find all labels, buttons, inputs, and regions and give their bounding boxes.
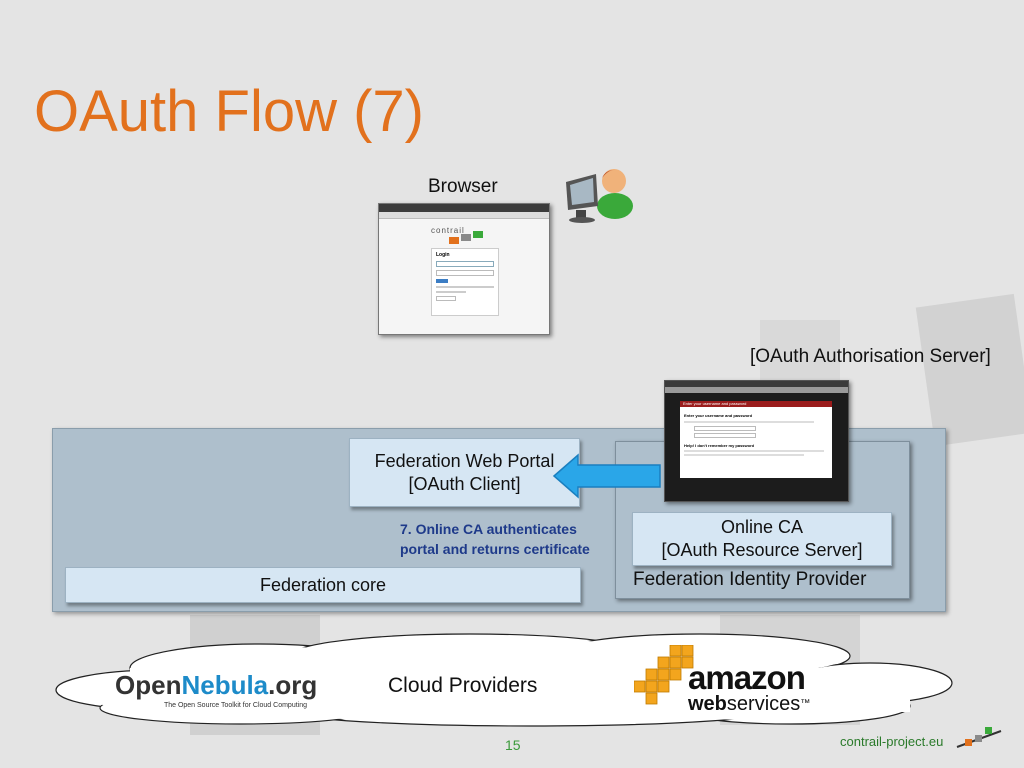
identity-provider-label: Federation Identity Provider bbox=[633, 569, 867, 590]
slide-title: OAuth Flow (7) bbox=[34, 79, 424, 144]
federation-web-portal-box: Federation Web Portal [OAuth Client] bbox=[349, 438, 580, 507]
amazon-services: services bbox=[726, 693, 801, 715]
login-heading: Login bbox=[436, 252, 450, 258]
amazon-web: web bbox=[688, 693, 727, 715]
step-annotation: 7. Online CA authenticates portal and re… bbox=[400, 519, 590, 559]
user-computer-icon bbox=[560, 158, 640, 226]
browser-login-screenshot: contrail Login bbox=[378, 203, 550, 335]
opennebula-nebula: Nebula bbox=[181, 670, 269, 700]
browser-label: Browser bbox=[428, 176, 498, 197]
online-ca-subtitle: [OAuth Resource Server] bbox=[661, 540, 863, 560]
oauth-server-label: [OAuth Authorisation Server] bbox=[750, 346, 991, 367]
opennebula-logo: OpenNebula.org The Open Source Toolkit f… bbox=[115, 670, 318, 715]
web-portal-title: Federation Web Portal bbox=[374, 450, 555, 471]
page-number: 15 bbox=[505, 737, 521, 753]
amazon-main: amazon bbox=[688, 659, 806, 696]
federation-core-box: Federation core bbox=[65, 567, 581, 603]
contrail-logo-text: contrail bbox=[431, 226, 465, 235]
cloud-providers-label: Cloud Providers bbox=[388, 674, 538, 697]
oauth-screen-section1: Enter your username and password bbox=[684, 413, 753, 418]
left-arrow-icon bbox=[552, 453, 664, 499]
amazon-cubes-icon bbox=[633, 644, 694, 711]
footer-url: contrail-project.eu bbox=[840, 734, 944, 749]
opennebula-tagline: The Open Source Toolkit for Cloud Comput… bbox=[163, 702, 307, 709]
online-ca-title: Online CA bbox=[720, 517, 804, 537]
opennebula-org: .org bbox=[268, 670, 318, 700]
amazon-logo-text: amazon webservices™ bbox=[688, 659, 818, 715]
annotation-line1: 7. Online CA authenticates bbox=[400, 521, 577, 537]
federation-core-label: Federation core bbox=[259, 574, 387, 595]
annotation-line2: portal and returns certificate bbox=[400, 541, 590, 557]
web-portal-subtitle: [OAuth Client] bbox=[408, 473, 521, 494]
oauth-screen-section2: Help! I don't remember my password bbox=[684, 443, 755, 448]
cloud-shape bbox=[50, 628, 955, 728]
opennebula-open: Open bbox=[115, 670, 182, 700]
amazon-tm: ™ bbox=[800, 698, 811, 709]
oauth-screen-header: Enter your username and password bbox=[680, 401, 832, 407]
contrail-mark-icon bbox=[955, 725, 1005, 751]
oauth-server-screenshot: Enter your username and password Enter y… bbox=[664, 380, 849, 502]
online-ca-box: Online CA [OAuth Resource Server] bbox=[632, 512, 892, 566]
